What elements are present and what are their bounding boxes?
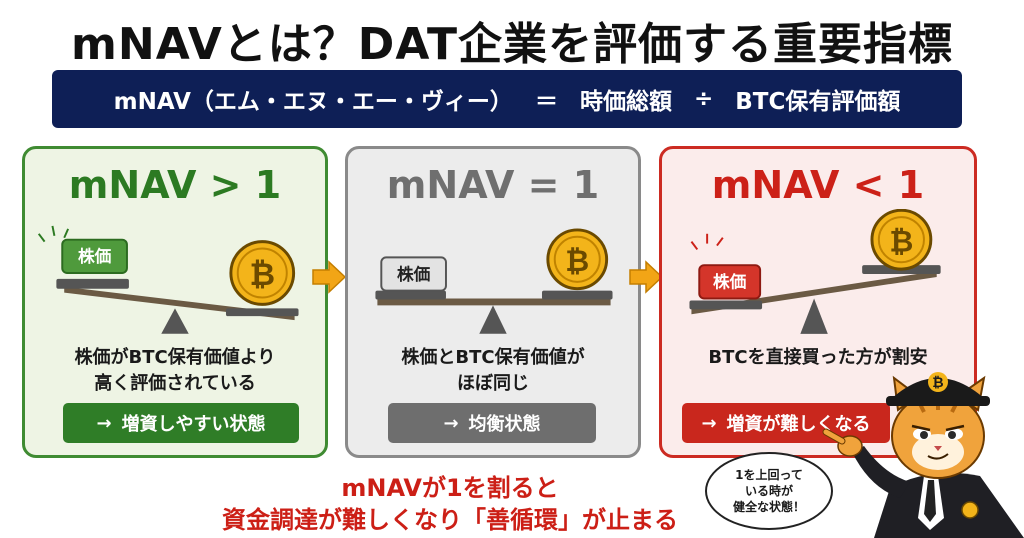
right-arrow-icon: [629, 260, 664, 294]
panel-heading: mNAV > 1: [68, 163, 282, 207]
bubble-line-2: いる時が: [744, 484, 793, 498]
result-badge: → 増資が難しくなる: [682, 403, 890, 443]
seesaw-icon: 株価 ₿: [375, 228, 613, 334]
seesaw-icon: 株価 ₿: [37, 225, 299, 334]
right-arrow-icon: →: [701, 412, 717, 434]
panel-description-1: 株価とBTC保有価値が: [401, 347, 585, 368]
panel-description-1: BTCを直接買った方が割安: [708, 347, 928, 368]
formula-equals: ＝: [534, 89, 558, 115]
formula-term: mNAV（エム・エヌ・エー・ヴィー）: [113, 89, 513, 115]
stock-label: 株価: [713, 272, 747, 292]
formula-denominator: BTC保有評価額: [735, 89, 901, 115]
panel-heading: mNAV = 1: [386, 163, 600, 207]
svg-text:₿: ₿: [249, 257, 275, 293]
stock-label: 株価: [397, 264, 431, 284]
svg-text:₿: ₿: [565, 244, 589, 278]
bubble-line-3: 健全な状態！: [732, 500, 805, 514]
svg-text:₿: ₿: [889, 224, 913, 258]
bottom-message-2: 資金調達が難しくなり「善循環」が止まる: [222, 506, 678, 534]
panel-mnav-below-one: mNAV < 1 株価 ₿ BTCを直接買った方が割安 → 増資が難しくなる: [659, 146, 977, 458]
panel-description-1: 株価がBTC保有価値より: [74, 347, 276, 368]
panel-description-2: ほぼ同じ: [457, 373, 529, 394]
formula-numerator: 時価総額: [579, 89, 672, 115]
panel-mnav-above-one: mNAV > 1 株価 ₿ 株価がBTC保有価値より 高く評価されている → 増…: [22, 146, 328, 458]
bubble-line-1: 1を上回って: [735, 468, 803, 482]
bitcoin-coin-icon: ₿: [870, 209, 933, 271]
page-title: mNAVとは？DAT企業を評価する重要指標: [71, 19, 953, 70]
panel-heading: mNAV < 1: [711, 163, 925, 207]
bottom-message-1: mNAVが1を割ると: [341, 474, 559, 502]
seesaw-icon: 株価 ₿: [689, 209, 941, 334]
right-arrow-icon: →: [96, 412, 112, 434]
result-badge: → 均衡状態: [388, 403, 596, 443]
svg-text:₿: ₿: [932, 375, 943, 391]
speech-bubble: 1を上回って いる時が 健全な状態！: [705, 452, 833, 530]
cat-mascot-icon: ₿: [822, 372, 1024, 538]
result-label: 均衡状態: [468, 414, 541, 435]
result-badge: → 増資しやすい状態: [63, 403, 299, 443]
formula-divide: ÷: [693, 86, 714, 112]
right-arrow-icon: →: [443, 412, 459, 434]
right-arrow-icon: [312, 260, 347, 294]
bitcoin-coin-icon: ₿: [546, 228, 609, 291]
panel-mnav-equal-one: mNAV = 1 株価 ₿ 株価とBTC保有価値が ほぼ同じ → 均衡状態: [345, 146, 641, 458]
stock-label: 株価: [78, 246, 112, 266]
result-label: 増資しやすい状態: [121, 414, 266, 435]
panel-description-2: 高く評価されている: [94, 373, 256, 394]
formula-bar: mNAV（エム・エヌ・エー・ヴィー） ＝ 時価総額 ÷ BTC保有評価額: [52, 70, 962, 128]
result-label: 増資が難しくなる: [726, 414, 871, 435]
bitcoin-coin-icon: ₿: [229, 240, 296, 306]
